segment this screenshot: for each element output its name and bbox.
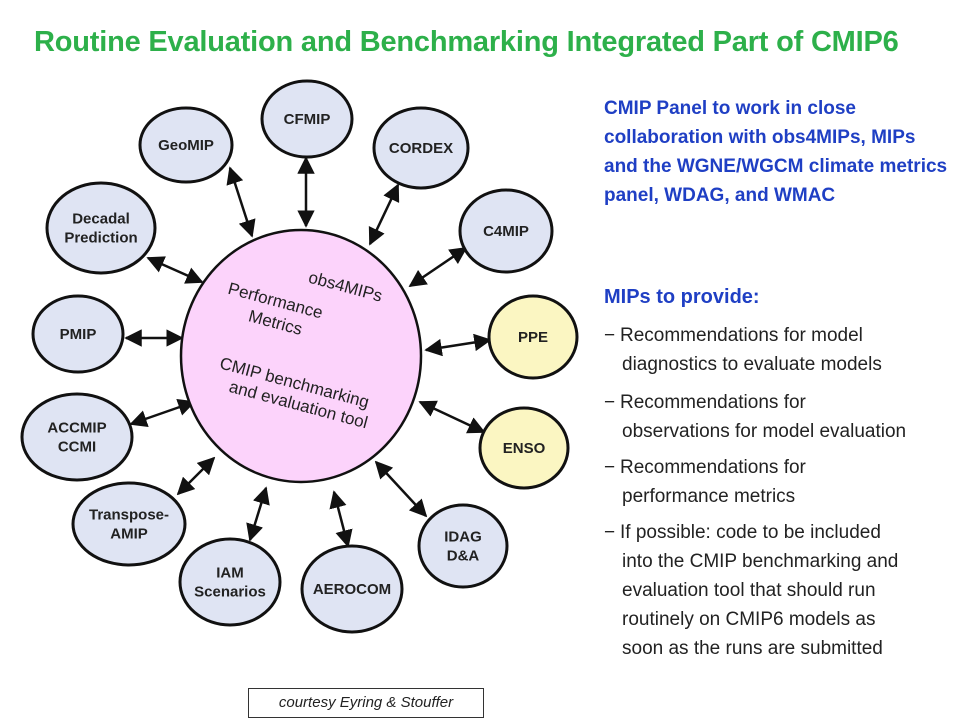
page-title: Routine Evaluation and Benchmarking Inte… bbox=[34, 26, 899, 58]
node-label: Scenarios bbox=[194, 584, 266, 601]
recommendation-item: −Recommendations for performance metrics bbox=[604, 453, 806, 511]
dash-marker: − bbox=[604, 392, 616, 413]
node-label: D&A bbox=[447, 548, 480, 565]
rec-line: performance metrics bbox=[622, 486, 796, 507]
recommendation-item: −If possible: code to be included into t… bbox=[604, 518, 898, 663]
node-label: Decadal bbox=[72, 211, 130, 228]
arrow-accmip bbox=[129, 398, 196, 428]
node-label: IAM bbox=[216, 565, 244, 582]
recommendation-item: −Recommendations for observations for mo… bbox=[604, 388, 906, 446]
node-label: CORDEX bbox=[389, 140, 453, 157]
node-label: AEROCOM bbox=[313, 581, 391, 598]
node-label: PPE bbox=[518, 329, 548, 346]
node-ellipse bbox=[478, 406, 570, 490]
node-label: ENSO bbox=[503, 440, 546, 457]
rec-line: into the CMIP benchmarking and bbox=[622, 551, 899, 572]
panel-heading: CMIP Panel to work in close collaboratio… bbox=[604, 98, 948, 206]
center-ellipse bbox=[179, 228, 423, 484]
rec-line: soon as the runs are submitted bbox=[622, 638, 883, 659]
node-accmip: ACCMIP CCMI bbox=[20, 392, 134, 482]
dash-marker: − bbox=[604, 522, 616, 543]
node-enso: ENSO bbox=[478, 406, 570, 490]
node-ellipse bbox=[300, 544, 404, 634]
node-pmip: PMIP bbox=[31, 294, 125, 374]
rec-line: evaluation tool that should run bbox=[622, 580, 876, 601]
node-c4mip: C4MIP bbox=[458, 188, 554, 274]
rec-line: routinely on CMIP6 models as bbox=[622, 609, 876, 630]
rec-line: diagnostics to evaluate models bbox=[622, 354, 882, 375]
credit-box: courtesy Eyring & Stouffer bbox=[248, 688, 484, 718]
node-ellipse bbox=[487, 294, 579, 380]
rec-line: Recommendations for model bbox=[620, 325, 863, 346]
mip-diagram: obs4MIPs Performance Metrics CMIP benchm… bbox=[20, 79, 579, 634]
arrow-transpose bbox=[176, 456, 216, 496]
rec-line: Recommendations for bbox=[620, 392, 806, 413]
node-ellipse bbox=[178, 537, 282, 627]
node-ellipse bbox=[260, 79, 354, 159]
arrow-geomip bbox=[226, 166, 256, 238]
node-label: ACCMIP bbox=[47, 420, 106, 437]
node-label: CFMIP bbox=[284, 111, 331, 128]
node-label: PMIP bbox=[60, 326, 97, 343]
node-label: GeoMIP bbox=[158, 137, 214, 154]
node-ellipse bbox=[20, 392, 134, 482]
node-label: Prediction bbox=[64, 230, 137, 247]
node-ellipse bbox=[71, 481, 187, 567]
node-ellipse bbox=[138, 106, 234, 184]
dash-marker: − bbox=[604, 457, 616, 478]
recommendation-item: −Recommendations for model diagnostics t… bbox=[604, 321, 882, 379]
node-ellipse bbox=[458, 188, 554, 274]
node-label: CCMI bbox=[58, 439, 96, 456]
arrow-idag bbox=[374, 460, 428, 518]
arrow-ppe bbox=[424, 333, 492, 357]
arrow-aerocom bbox=[329, 490, 353, 548]
arrow-enso bbox=[418, 400, 486, 434]
node-transpose: Transpose- AMIP bbox=[71, 481, 187, 567]
rec-line: If possible: code to be included bbox=[620, 522, 881, 543]
node-label: IDAG bbox=[444, 529, 482, 546]
node-ellipse bbox=[417, 503, 509, 589]
node-label: C4MIP bbox=[483, 223, 529, 240]
mips-heading: MIPs to provide: bbox=[604, 286, 760, 308]
node-label: Transpose- bbox=[89, 507, 169, 524]
node-ellipse bbox=[372, 106, 470, 190]
arrow-cordex bbox=[368, 183, 400, 246]
arrow-iam bbox=[246, 486, 270, 542]
arrow-c4mip bbox=[408, 246, 468, 288]
node-idag: IDAG D&A bbox=[417, 503, 509, 589]
node-ellipse bbox=[45, 181, 157, 275]
dash-marker: − bbox=[604, 325, 616, 346]
node-ppe: PPE bbox=[487, 294, 579, 380]
node-label: AMIP bbox=[110, 526, 148, 543]
rec-line: Recommendations for bbox=[620, 457, 806, 478]
arrow-decadal bbox=[146, 256, 204, 284]
node-iam: IAM Scenarios bbox=[178, 537, 282, 627]
rec-line: observations for model evaluation bbox=[622, 421, 907, 442]
node-cordex: CORDEX bbox=[372, 106, 470, 190]
node-ellipse bbox=[31, 294, 125, 374]
node-cfmip: CFMIP bbox=[260, 79, 354, 159]
node-aerocom: AEROCOM bbox=[300, 544, 404, 634]
node-geomip: GeoMIP bbox=[138, 106, 234, 184]
